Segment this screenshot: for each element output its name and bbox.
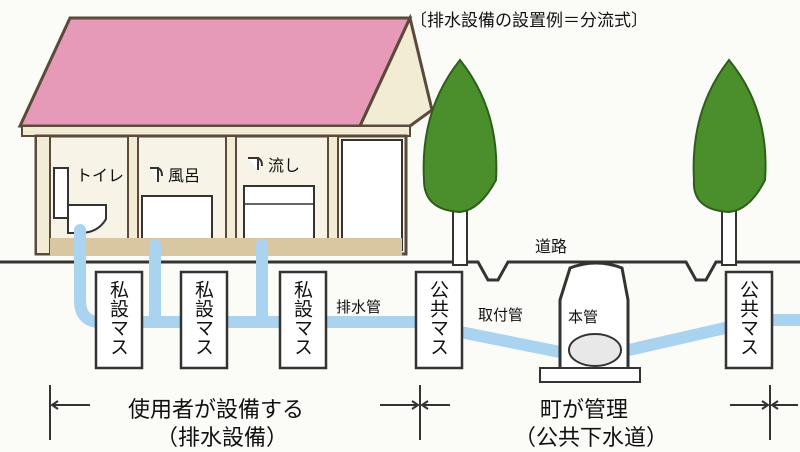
user-section-line1: 使用者が設備する [128, 398, 305, 423]
room-label-toilet: トイレ [76, 166, 125, 185]
faucet-icon [150, 157, 263, 182]
lateral-pipe-label: 取付管 [478, 306, 524, 324]
drain-pipe-label: 排水管 [336, 298, 382, 316]
public-box-label: 公共マス [737, 280, 759, 356]
main-pipe-label: 本管 [568, 308, 599, 326]
town-section-line2: （公共下水道） [514, 426, 669, 451]
public-box-label: 公共マス [427, 280, 449, 356]
main-pipe-manhole [539, 261, 641, 383]
house-icon [17, 13, 434, 256]
private-box-label: 私設マス [192, 280, 214, 356]
room-label-bath: 風呂 [168, 166, 201, 185]
room-label-sink: 流し [268, 156, 301, 175]
town-section-line1: 町が管理 [540, 398, 629, 423]
tree-icon [692, 58, 767, 266]
sink-icon [243, 185, 315, 247]
road-label: 道路 [535, 237, 568, 256]
public-box-2 [724, 270, 774, 370]
bathtub-icon [141, 195, 213, 245]
private-box-label: 私設マス [107, 280, 129, 356]
tree-icon [422, 58, 498, 266]
private-box-2 [179, 270, 229, 370]
public-box-1 [414, 270, 464, 370]
dimension-lines [49, 385, 798, 440]
user-section-line2: （排水設備） [156, 426, 289, 451]
diagram-title: 〔排水設備の設置例＝分流式〕 [410, 11, 648, 31]
private-box-3 [278, 270, 328, 370]
private-box-1 [94, 270, 144, 370]
private-box-label: 私設マス [291, 280, 313, 356]
